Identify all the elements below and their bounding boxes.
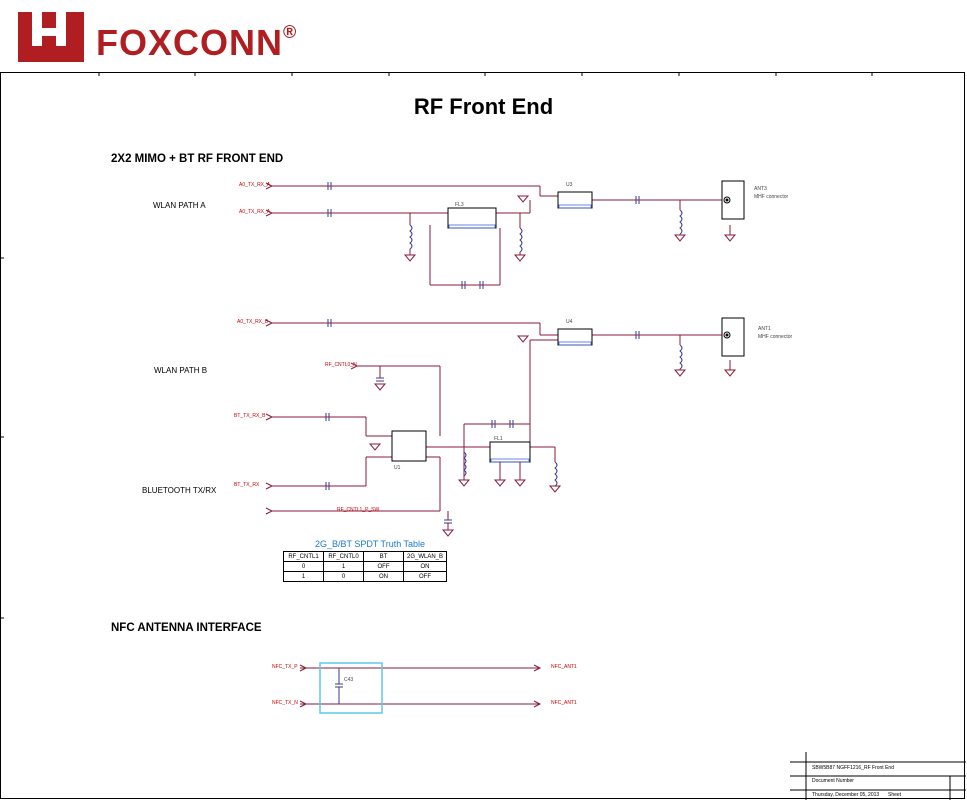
net-label-a-tx: A0_TX_RX_A <box>239 182 271 188</box>
schematic-sheet-border <box>0 72 965 799</box>
net-label-rf-cntl1: RF_CNTL1_P_SW <box>337 507 380 513</box>
label-wlan-path-b: WLAN PATH B <box>154 366 208 375</box>
part-ant-b: ANT1 <box>758 326 771 332</box>
part-c43: C43 <box>344 677 354 683</box>
part-ant-a-desc: MHF connector <box>754 194 789 200</box>
page-title: RF Front End <box>413 94 554 119</box>
truth-table-cell: 1 <box>283 571 324 582</box>
part-fl3: FL3 <box>455 202 464 208</box>
net-label-nfc-ant-p: NFC_ANT1 <box>551 664 577 670</box>
truth-table-header: RF_CNTL1 <box>283 551 324 562</box>
truth-table-cell: 0 <box>283 561 324 572</box>
net-label-nfc-p: NFC_TX_P <box>272 664 298 670</box>
net-label-b-tx: A0_TX_RX_B <box>237 319 269 325</box>
title-block-size: Document Number <box>812 778 854 784</box>
net-label-nfc-ant-n: NFC_ANT1 <box>551 700 577 706</box>
truth-table-cell: OFF <box>363 561 404 572</box>
title-block-doc: SBW5B87 NGFF1216_RF Front End <box>812 765 894 771</box>
net-label-bt-tx: BT_TX_RX <box>234 482 260 488</box>
section-heading-mimo: 2X2 MIMO + BT RF FRONT END <box>111 153 284 165</box>
title-block-date: Thursday, December 05, 2013 <box>812 792 880 798</box>
truth-table-cell: OFF <box>402 571 448 582</box>
truth-table-cell: ON <box>402 561 448 572</box>
truth-table-header-row: RF_CNTL1 RF_CNTL0 BT 2G_WLAN_B <box>283 551 448 562</box>
truth-table-cell: ON <box>363 571 404 582</box>
net-label-a-rx: A0_TX_RX_A <box>239 209 271 215</box>
label-wlan-path-a: WLAN PATH A <box>153 201 206 210</box>
switch-u1 <box>391 430 427 462</box>
truth-table-row: 1 0 ON OFF <box>283 571 448 582</box>
truth-table-header: BT <box>363 551 404 562</box>
section-heading-nfc: NFC ANTENNA INTERFACE <box>111 622 262 634</box>
truth-table-cell: 0 <box>323 571 364 582</box>
truth-table-header: 2G_WLAN_B <box>402 551 448 562</box>
diplexer-u3 <box>557 191 593 209</box>
part-ant-a: ANT3 <box>754 186 767 192</box>
part-u3: U3 <box>566 182 573 188</box>
net-label-rf-cntl0: RF_CNTL0_N <box>325 362 357 368</box>
truth-table-header: RF_CNTL0 <box>323 551 364 562</box>
truth-table-cell: 1 <box>323 561 364 572</box>
net-label-bt-rx: BT_TX_RX_B <box>234 413 266 419</box>
truth-table-title: 2G_B/BT SPDT Truth Table <box>315 539 426 549</box>
net-label-nfc-n: NFC_TX_N <box>272 700 298 706</box>
truth-table-row: 0 1 OFF ON <box>283 561 448 572</box>
diplexer-u4 <box>557 328 593 346</box>
label-bluetooth: BLUETOOTH TX/RX <box>142 486 217 495</box>
foxconn-wordmark: FOXCONN® <box>96 22 298 63</box>
part-u1: U1 <box>394 465 401 471</box>
part-u4: U4 <box>566 319 573 325</box>
truth-table: RF_CNTL1 RF_CNTL0 BT 2G_WLAN_B 0 1 OFF O… <box>283 551 448 582</box>
title-block-sheet: Sheet <box>888 792 902 798</box>
part-fl1: FL1 <box>494 436 503 442</box>
part-ant-b-desc: MHF connector <box>758 334 793 340</box>
